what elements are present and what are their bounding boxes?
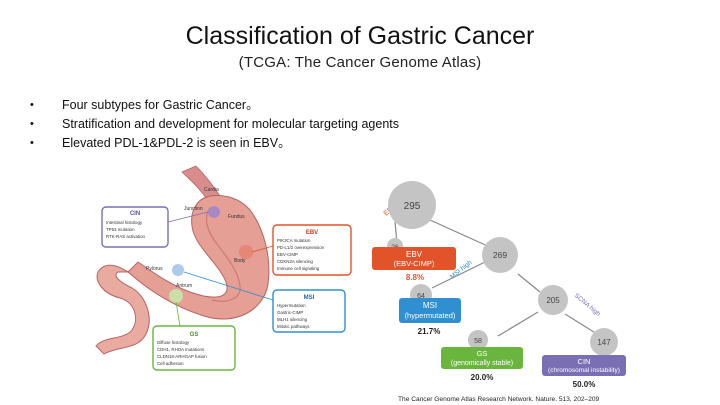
stomach-lining <box>205 207 241 302</box>
ebv-box-item: CDKN2A silencing <box>277 259 313 264</box>
esophagus <box>181 165 221 199</box>
leaf-cin-percent: 50.0% <box>573 380 596 389</box>
ebv-box-item: PIK3CA mutation <box>277 238 311 243</box>
msi-box-item: Hypermutation <box>277 303 306 308</box>
leaf-cin-sublabel: (chromosomal instability) <box>548 367 620 374</box>
tree-node-n2-count: 269 <box>493 250 507 260</box>
gs-box-item: CLDN18-ARHGAP fusion <box>157 354 207 359</box>
edge-label-cin: SCNA high <box>573 292 602 318</box>
leaf-msi-percent: 21.7% <box>418 327 441 336</box>
slide-title: Classification of Gastric Cancer <box>185 22 535 50</box>
bullet-list: Four subtypes for Gastric Cancer。 Strati… <box>30 96 399 153</box>
gs-box-title: GS <box>190 332 199 338</box>
ebv-box-title: EBV <box>306 230 318 236</box>
leaf-gs-percent: 20.0% <box>471 373 494 382</box>
classification-tree: EBV positive MSI high SCNA high 295 269 … <box>372 181 626 389</box>
msi-feature-box: MSI Hypermutation Gastric-CIMP MLH1 sile… <box>183 271 346 333</box>
bullet-item: Four subtypes for Gastric Cancer。 <box>30 96 399 115</box>
leaf-msi-sublabel: (hypermutated) <box>405 311 456 320</box>
leaf-cin-label: CIN <box>578 357 591 366</box>
edge-n2-msi <box>431 261 486 289</box>
edge-n3-cin <box>564 313 598 335</box>
tumor-spot-gs <box>169 289 183 303</box>
region-fundus: Fundus <box>228 214 245 220</box>
tree-node-gs <box>468 330 488 350</box>
tree-node-n3 <box>538 285 568 315</box>
leaf-msi <box>399 298 461 323</box>
leaf-ebv-label: EBV <box>406 250 423 259</box>
stomach-illustration: Cardia Junction Fundus Body Pylorus Antr… <box>95 165 270 355</box>
ebv-box-item: Immune cell signaling <box>277 266 320 271</box>
msi-box-item: MLH1 silencing <box>277 317 308 322</box>
cin-feature-box: CIN Intestinal histology TP53 mutation R… <box>101 206 209 248</box>
leaf-ebv-sublabel: (EBV-CIMP) <box>394 259 435 268</box>
citation: The Cancer Genome Atlas Research Network… <box>398 396 600 403</box>
region-junction: Junction <box>184 206 203 212</box>
ebv-feature-box: EBV PIK3CA mutation PD-L1/2 overexpressi… <box>251 224 352 276</box>
leaf-gs-sublabel: (genomically stable) <box>451 360 513 367</box>
edge-n2-n3 <box>517 273 541 293</box>
tumor-spot-ebv <box>239 245 253 259</box>
gs-box-item: Diffuse histology <box>157 340 190 345</box>
tree-node-msi-count: 64 <box>417 293 425 300</box>
gs-feature-box: GS Diffuse histology CDH1, RHOA mutation… <box>152 301 236 371</box>
cin-box-item: Intestinal histology <box>106 220 143 225</box>
msi-box-item: Gastric-CIMP <box>277 310 303 315</box>
cin-box-item: RTK-RAS activation <box>106 234 146 239</box>
tumor-spot-cin <box>208 206 220 218</box>
leaf-cin <box>542 355 626 376</box>
tree-node-cin <box>590 328 618 356</box>
leaf-gs <box>441 347 523 369</box>
duodenum <box>95 264 150 355</box>
region-body: Body <box>234 258 246 264</box>
stomach-body <box>127 195 270 320</box>
leaf-ebv-percent: 8.8% <box>406 273 424 282</box>
leaf-ebv <box>372 247 456 270</box>
msi-box-title: MSI <box>304 295 315 301</box>
edge-n3-gs <box>497 311 539 337</box>
leaf-gs-label: GS <box>477 349 488 358</box>
gs-box-item: Cell adhesion <box>157 361 184 366</box>
tree-node-root-count: 295 <box>404 201 421 212</box>
cin-box-item: TP53 mutation <box>106 227 135 232</box>
bullet-item: Stratification and development for molec… <box>30 115 399 134</box>
ebv-box-item: PD-L1/2 overexpression <box>277 245 325 250</box>
cin-box-title: CIN <box>130 211 140 217</box>
tree-node-cin-count: 147 <box>597 338 611 347</box>
region-antrum: Antrum <box>176 283 192 289</box>
edge-root-n2 <box>429 219 493 249</box>
tree-node-n2 <box>482 237 518 273</box>
gs-box-item: CDH1, RHOA mutations <box>157 347 205 352</box>
region-cardia: Cardia <box>204 187 219 193</box>
msi-box-item: Mitotic pathways <box>277 324 310 329</box>
tree-node-gs-count: 58 <box>474 338 482 345</box>
tree-node-n3-count: 205 <box>546 296 560 305</box>
bullet-item: Elevated PDL-1&PDL-2 is seen in EBV。 <box>30 134 399 153</box>
leaf-msi-label: MSI <box>423 301 437 310</box>
tree-node-root <box>388 181 436 229</box>
ebv-box-item: EBV-CIMP <box>277 252 298 257</box>
region-pylorus: Pylorus <box>146 266 163 272</box>
slide-subtitle: (TCGA: The Cancer Genome Atlas) <box>238 54 482 71</box>
tumor-spot-msi <box>172 264 184 276</box>
